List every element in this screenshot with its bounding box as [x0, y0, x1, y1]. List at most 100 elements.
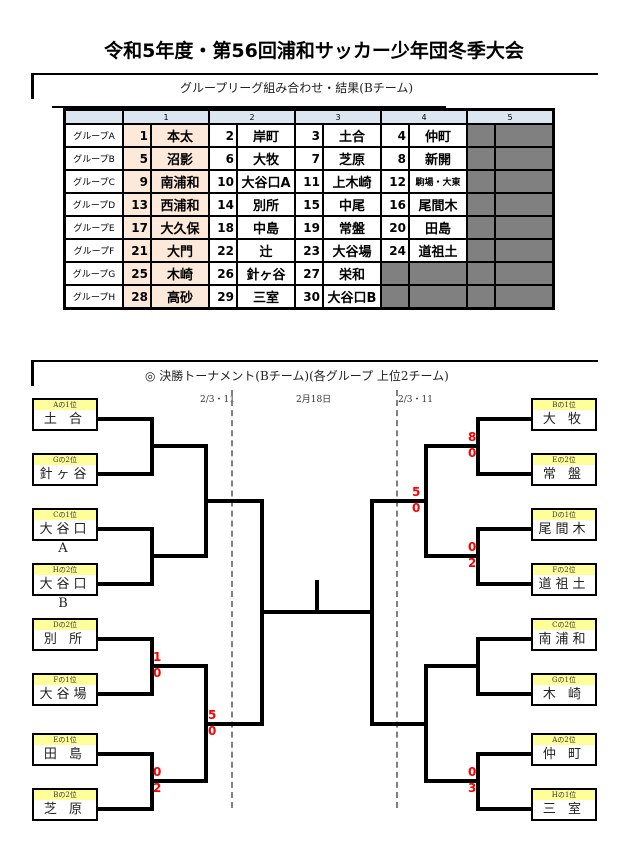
bracket-line [96, 691, 154, 696]
empty-slot [466, 284, 496, 310]
bracket-line [476, 471, 531, 476]
team-number: 4 [380, 123, 410, 148]
team-number: 17 [122, 215, 152, 240]
bracket-line [476, 691, 531, 696]
section-frame-top [31, 73, 598, 75]
empty-slot [494, 192, 555, 217]
header-cell: 1 [122, 108, 210, 125]
seed-label: Fの2位 [533, 565, 595, 575]
seed-label: Hの1位 [533, 790, 595, 800]
team-slot-right: Eの2位常 盤 [531, 453, 597, 486]
header-cell: 2 [208, 108, 296, 125]
tournament-frame-left [31, 360, 34, 386]
group-label: グループF [63, 238, 124, 263]
bracket-line [476, 751, 531, 756]
team-number: 15 [294, 192, 324, 217]
team-number: 30 [294, 284, 324, 310]
team-number: 25 [122, 261, 152, 286]
team-slot-left: Hの2位大谷口B [32, 563, 98, 611]
team-name: 道祖土 [408, 238, 468, 263]
team-name: 常盤 [322, 215, 382, 240]
seed-label: Hの2位 [34, 565, 96, 575]
team-name: 仲町 [408, 123, 468, 148]
team-number: 13 [122, 192, 152, 217]
team-number: 10 [208, 169, 238, 194]
empty-slot [466, 215, 496, 240]
score-right-r2-m1-bottom: 0 [412, 501, 421, 515]
team-number: 20 [380, 215, 410, 240]
group-table-header: 1 2 3 4 5 [63, 108, 555, 125]
team-name: 大門 [150, 238, 210, 263]
group-label: グループC [63, 169, 124, 194]
empty-slot [380, 284, 410, 310]
empty-slot [380, 261, 410, 286]
team-number: 9 [122, 169, 152, 194]
final-stem [315, 580, 319, 611]
team-name: 岸町 [236, 123, 296, 148]
team-name: 針ヶ谷 [236, 261, 296, 286]
bracket-line [476, 581, 531, 586]
group-section-heading: グループリーグ組み合わせ・結果(Bチーム) [180, 81, 414, 95]
empty-slot [408, 261, 468, 286]
team-number: 16 [380, 192, 410, 217]
bracket-line [476, 526, 531, 531]
tournament-frame-top [31, 360, 598, 362]
header-cell: 4 [380, 108, 468, 125]
bracket-line [150, 779, 208, 783]
bracket-line [96, 636, 154, 641]
bracket-line [96, 806, 154, 811]
team-number: 18 [208, 215, 238, 240]
bracket-line [476, 416, 531, 421]
team-name: 尾間木 [538, 522, 590, 537]
date-right: 2/3・11 [398, 395, 433, 405]
empty-slot [466, 192, 496, 217]
team-name: 針ヶ谷 [39, 467, 91, 482]
team-name: 高砂 [150, 284, 210, 310]
bracket-line [476, 416, 480, 476]
page-title: 令和5年度・第56回浦和サッカー少年団冬季大会 [104, 40, 524, 62]
empty-slot [494, 123, 555, 148]
team-number: 29 [208, 284, 238, 310]
team-slot-left: Cの1位大谷口A [32, 508, 98, 556]
bracket-line [96, 416, 154, 421]
team-name: 田 島 [43, 747, 87, 762]
team-name: 別 所 [43, 632, 87, 647]
team-number: 23 [294, 238, 324, 263]
team-slot-right: Fの2位道祖土 [531, 563, 597, 596]
seed-label: Eの1位 [34, 735, 96, 745]
score-left-r1-m4-bottom: 2 [153, 781, 162, 795]
empty-slot [494, 238, 555, 263]
team-name: 沼影 [150, 146, 210, 171]
bracket-line [424, 554, 476, 558]
bracket-line [96, 581, 154, 586]
team-name: 西浦和 [150, 192, 210, 217]
seed-label: Dの1位 [533, 510, 595, 520]
empty-slot [494, 261, 555, 286]
header-cell-blank [63, 108, 124, 125]
team-number: 2 [208, 123, 238, 148]
bracket-line [204, 499, 264, 503]
team-slot-left: Fの1位大谷場 [32, 673, 98, 706]
team-name: 大谷場 [39, 687, 91, 702]
team-name: 土合 [322, 123, 382, 148]
section-divider [52, 106, 446, 108]
team-name: 新開 [408, 146, 468, 171]
score-right-r1-m2-top: 0 [468, 540, 477, 554]
tournament-heading: ◎ 決勝トーナメント(Bチーム)(各グループ 上位2チーム) [145, 369, 449, 383]
team-number: 27 [294, 261, 324, 286]
bracket-line [204, 721, 264, 726]
team-number: 24 [380, 238, 410, 263]
empty-slot [466, 169, 496, 194]
team-name: 常 盤 [542, 467, 586, 482]
team-name: 大牧 [236, 146, 296, 171]
bracket-line [476, 636, 480, 696]
score-left-r1-m3-bottom: 0 [153, 666, 162, 680]
team-name: 栄和 [322, 261, 382, 286]
score-right-r1-m1-bottom: 0 [468, 446, 477, 460]
team-number: 26 [208, 261, 238, 286]
team-slot-right: Aの2位仲 町 [531, 733, 597, 766]
